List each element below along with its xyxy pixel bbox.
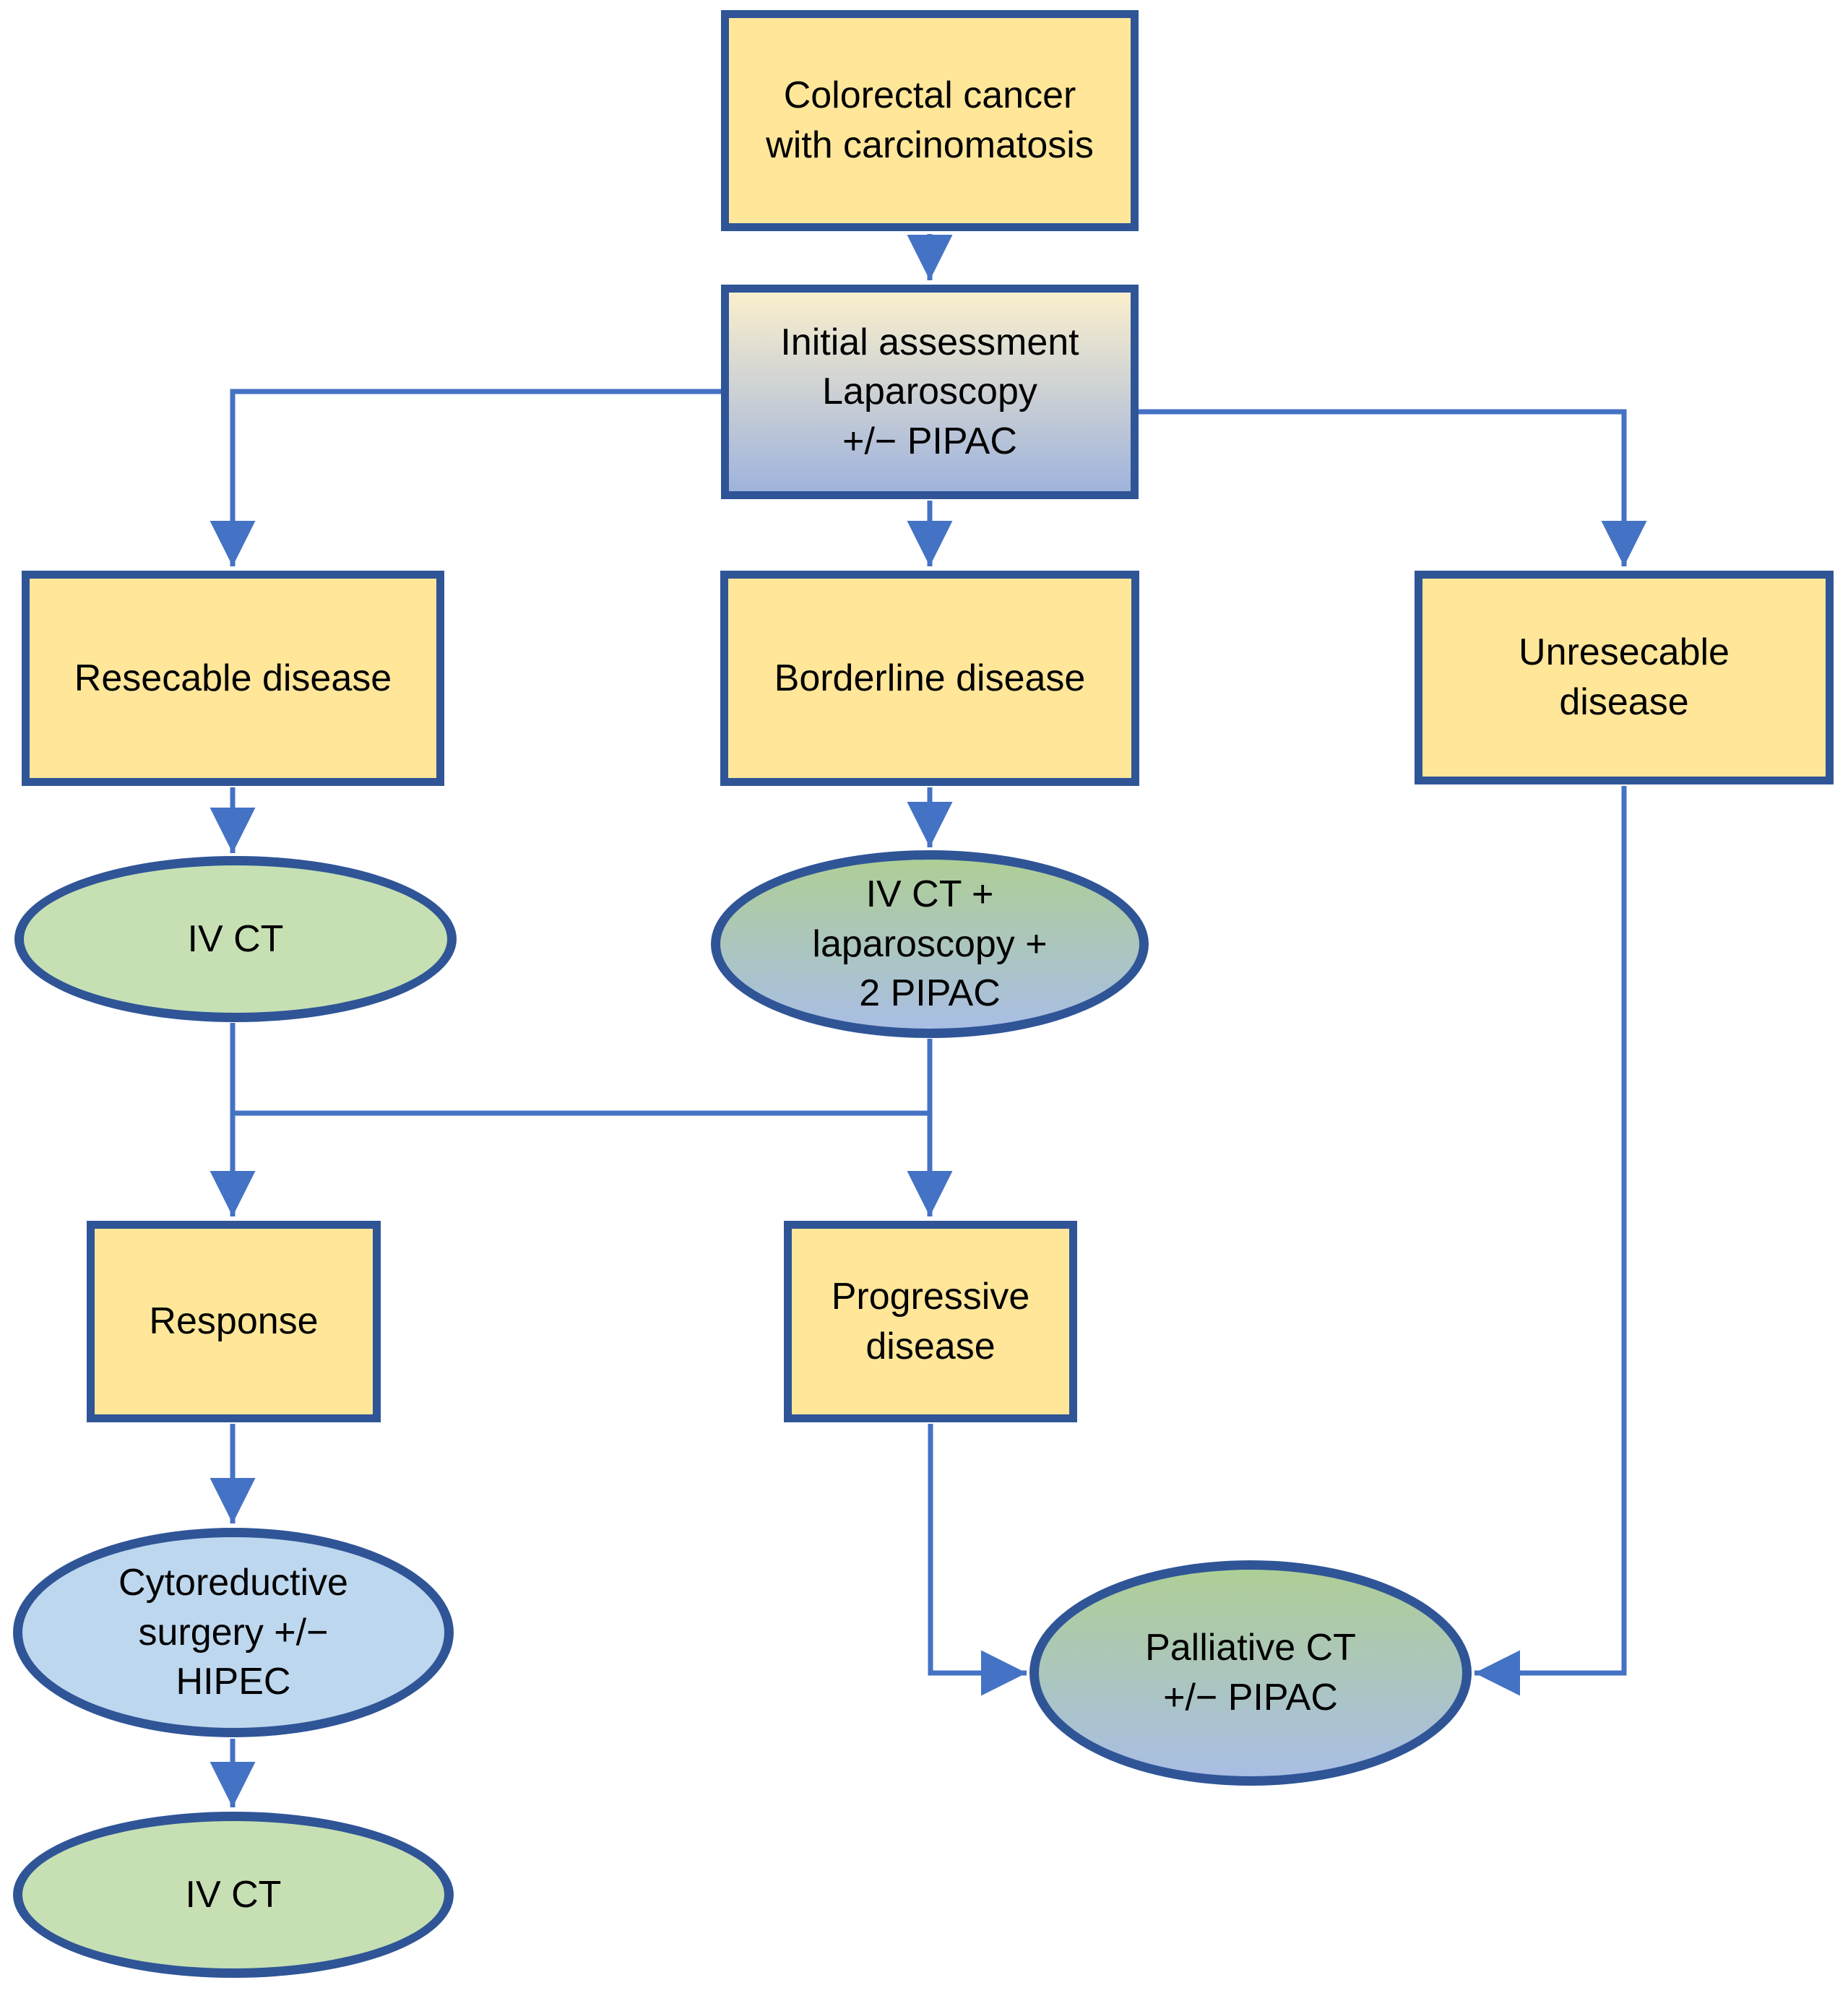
node-colorectal-cancer: Colorectal cancer with carcinomatosis	[721, 10, 1139, 231]
node-cytoreductive-surgery-hipec: Cytoreductive surgery +/− HIPEC	[13, 1528, 454, 1737]
node-initial-assessment: Initial assessment Laparoscopy +/− PIPAC	[721, 285, 1139, 499]
node-progressive-disease: Progressive disease	[784, 1221, 1077, 1422]
node-iv-ct-2-label: IV CT	[185, 1873, 282, 1916]
node-unresecable-disease: Unresecable disease	[1415, 571, 1834, 784]
node-response-label: Response	[149, 1300, 319, 1343]
node-iv-ct-1-label: IV CT	[187, 917, 284, 960]
node-borderline-disease: Borderline disease	[720, 571, 1139, 786]
node-iv-ct-laparoscopy-pipac-label: IV CT + laparoscopy + 2 PIPAC	[812, 873, 1048, 1015]
node-resecable-disease-label: Resecable disease	[74, 657, 392, 699]
arrow-initial-to-resecable	[210, 389, 721, 566]
node-initial-assessment-label: Initial assessment Laparoscopy +/− PIPAC	[780, 321, 1079, 462]
node-borderline-disease-label: Borderline disease	[774, 657, 1086, 699]
node-progressive-disease-label: Progressive disease	[831, 1275, 1030, 1367]
node-iv-ct-2: IV CT	[13, 1812, 454, 1978]
node-iv-ct-laparoscopy-pipac: IV CT + laparoscopy + 2 PIPAC	[711, 850, 1149, 1038]
arrow-unresecable-to-palliative	[1474, 786, 1627, 1696]
node-palliative-ct-pipac-label: Palliative CT +/− PIPAC	[1145, 1627, 1356, 1718]
node-iv-ct-1: IV CT	[14, 856, 457, 1022]
arrow-progressive-to-palliative	[928, 1424, 1027, 1696]
node-resecable-disease: Resecable disease	[22, 571, 444, 786]
node-cytoreductive-surgery-hipec-label: Cytoreductive surgery +/− HIPEC	[118, 1562, 348, 1703]
node-unresecable-disease-label: Unresecable disease	[1519, 631, 1730, 723]
node-colorectal-cancer-label: Colorectal cancer with carcinomatosis	[766, 74, 1094, 166]
arrow-initial-to-unresecable	[1139, 409, 1647, 566]
node-response: Response	[87, 1221, 381, 1422]
node-palliative-ct-pipac: Palliative CT +/− PIPAC	[1029, 1560, 1472, 1786]
